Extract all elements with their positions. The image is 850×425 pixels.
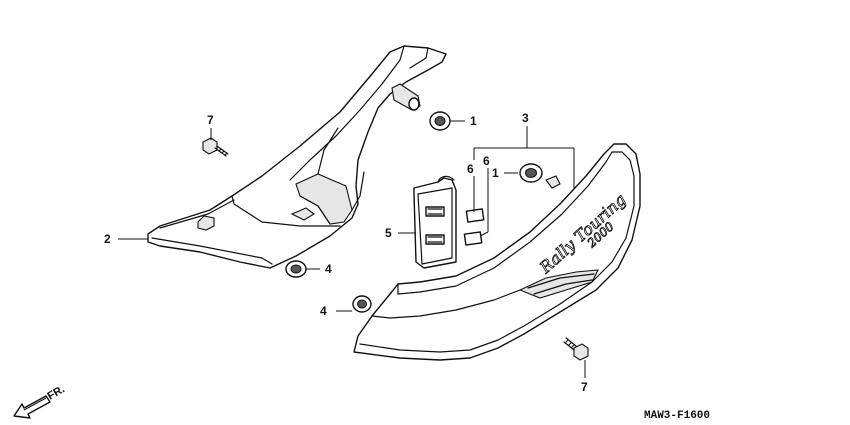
callout-2: 2: [104, 232, 111, 246]
front-direction-label: FR.: [46, 383, 67, 402]
pad-lower: [463, 231, 483, 246]
grommet-lower-left: [285, 260, 307, 278]
callout-7-lower: 7: [581, 380, 588, 394]
diagram-code: MAW3-F1600: [644, 410, 710, 422]
callout-6-right: 6: [483, 154, 490, 168]
bolt-upper: [202, 137, 229, 157]
pad-upper: [465, 208, 485, 223]
callout-3: 3: [522, 111, 529, 125]
grommet-upper-left: [429, 111, 451, 131]
callout-1-upper: 1: [470, 114, 477, 128]
emblem-plate: [413, 175, 457, 269]
leader-lines: [118, 120, 586, 378]
callout-1-right: 1: [492, 166, 499, 180]
grommet-right: [519, 163, 543, 183]
bolt-lower: [563, 337, 589, 361]
callout-4-left: 4: [325, 262, 332, 276]
left-side-cover: [147, 45, 447, 269]
callout-6-left: 6: [467, 162, 474, 176]
callout-7-upper: 7: [207, 113, 214, 127]
callout-4-lower: 4: [320, 304, 327, 318]
front-direction-arrow: FR.: [13, 383, 67, 419]
right-side-cover: Rally Touring 2000: [353, 143, 641, 361]
grommet-lower-middle: [352, 295, 372, 313]
callout-5: 5: [385, 226, 392, 240]
